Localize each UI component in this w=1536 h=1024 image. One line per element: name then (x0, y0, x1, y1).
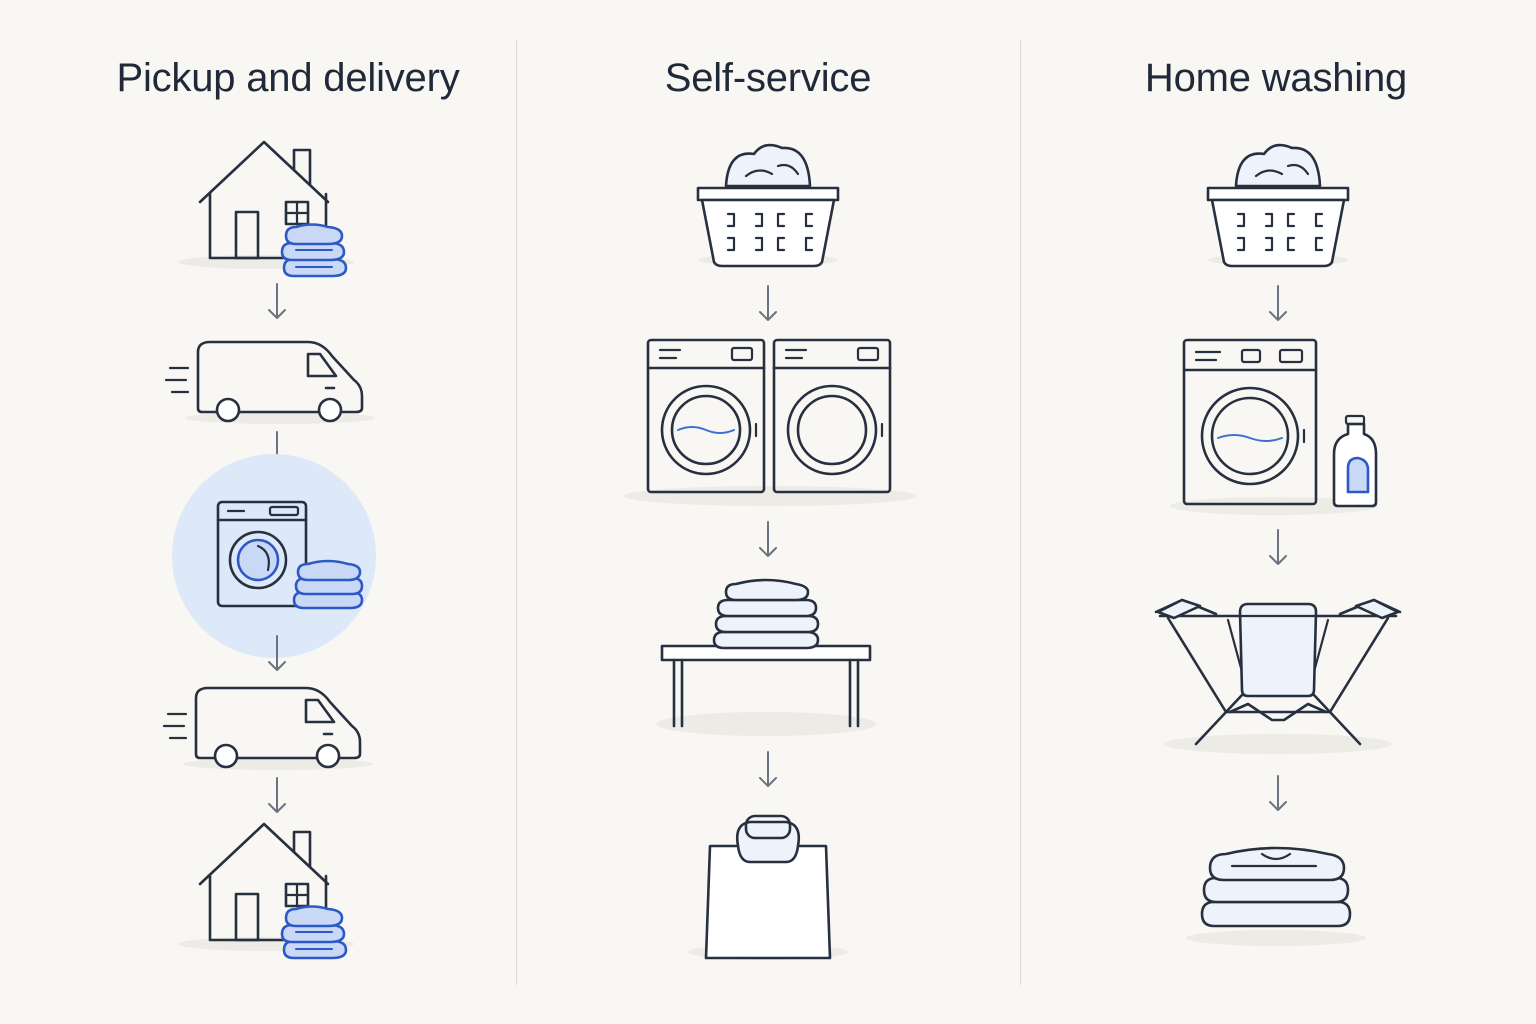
laundry-basket-icon (696, 143, 840, 268)
drying-rack-icon (1154, 598, 1402, 756)
folded-clothes-icon (1184, 846, 1368, 948)
moving-van-icon (162, 686, 375, 772)
washing-machine-with-laundry-icon (172, 454, 376, 658)
column-title-pickup-delivery: Pickup and delivery (116, 56, 460, 100)
column-divider-2 (1020, 40, 1021, 985)
arrow-down-icon (1269, 775, 1287, 811)
folded-laundry-on-table-icon (654, 578, 878, 738)
arrow-down-icon (759, 751, 777, 787)
arrow-down-icon (759, 521, 777, 557)
laundromat-machines-icon (624, 338, 916, 506)
arrow-down-icon (1269, 285, 1287, 321)
house-with-laundry-icon (176, 140, 356, 278)
moving-van-icon (164, 340, 377, 426)
column-title-self-service: Self-service (664, 56, 872, 100)
arrow-down-icon (1269, 529, 1287, 565)
laundry-basket-icon (1206, 143, 1350, 268)
arrow-down-icon (268, 283, 286, 319)
house-with-laundry-icon (176, 822, 356, 960)
arrow-down-icon (759, 285, 777, 321)
washing-machine-with-detergent-icon (1170, 338, 1378, 515)
arrow-down-icon (268, 635, 286, 671)
column-title-home-washing: Home washing (1144, 56, 1408, 100)
shopping-bag-icon (686, 814, 850, 962)
column-divider-1 (516, 40, 517, 985)
arrow-down-icon (268, 777, 286, 813)
